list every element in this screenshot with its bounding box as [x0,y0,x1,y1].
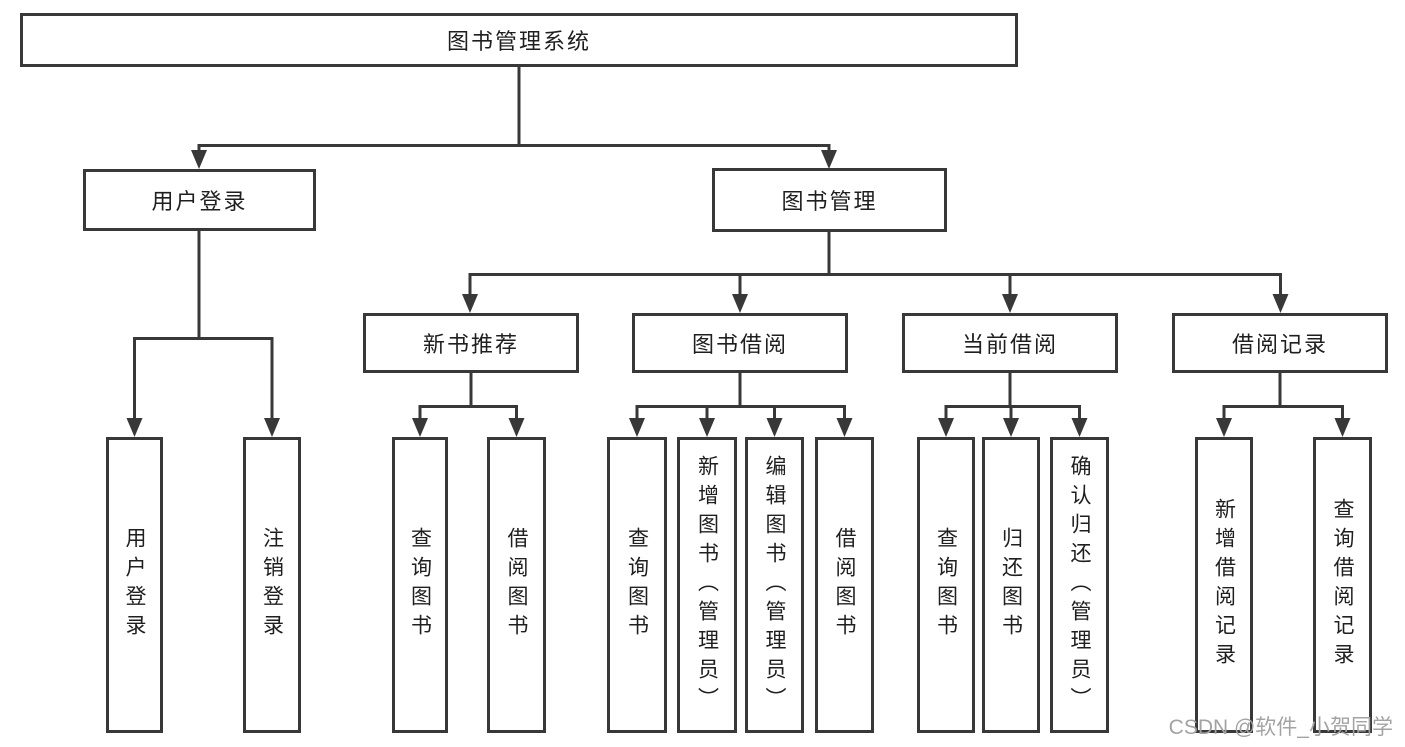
arrow-to-records [1272,294,1289,313]
leaf-confirm-return-admin-label: 确认归还（管理员） [1068,454,1091,716]
csdn-watermark: CSDN @软件_小贺同学 [1168,716,1393,739]
arrow-to-new-books [462,294,478,313]
leaf-add-book-admin: 新增图书（管理员） [677,437,737,733]
arrow-to-book-mgmt [821,150,837,169]
connector-user-login [126,231,280,437]
connector-book-mgmt [462,232,1289,313]
node-root: 图书管理系统 [20,13,1018,67]
leaf-edit-book-admin: 编辑图书（管理员） [745,437,804,733]
node-current-borrowing: 当前借阅 [902,313,1118,373]
leaf-query-borrow-record-label: 查询借阅记录 [1331,498,1354,672]
arrow-to-user-login [191,150,207,169]
leaf-borrow-book-1-label: 借阅图书 [505,527,528,643]
arrow-to-borrowing [732,294,748,313]
leaf-query-book-3: 查询图书 [917,437,975,733]
leaf-user-login-label: 用户登录 [123,527,146,643]
connector-root [191,67,837,169]
leaf-borrow-book-2: 借阅图书 [815,437,874,733]
node-user-login-label: 用户登录 [151,189,248,214]
arrow-to-leaf-user-login [126,418,143,437]
node-user-login: 用户登录 [83,169,316,231]
node-book-mgmt: 图书管理 [712,168,947,232]
leaf-add-borrow-record-label: 新增借阅记录 [1212,498,1236,672]
node-book-mgmt-label: 图书管理 [781,189,878,214]
leaf-borrow-book-2-label: 借阅图书 [833,527,856,643]
leaf-borrow-book-1: 借阅图书 [487,437,546,733]
node-root-label: 图书管理系统 [446,29,591,54]
leaf-user-login: 用户登录 [106,437,163,733]
leaf-query-book-3-label: 查询图书 [934,527,958,643]
leaf-logout: 注销登录 [243,437,301,733]
leaf-query-book-2-label: 查询图书 [625,527,649,643]
node-borrow-records-label: 借阅记录 [1231,332,1328,357]
leaf-return-book: 归还图书 [982,437,1040,733]
leaf-return-book-label: 归还图书 [999,527,1023,643]
arrow-to-current [1002,294,1018,313]
node-borrow-records: 借阅记录 [1172,313,1388,373]
connector-new-books [412,373,525,437]
leaf-query-borrow-record: 查询借阅记录 [1313,437,1372,733]
node-new-books: 新书推荐 [363,313,579,373]
connector-records [1216,373,1351,437]
arrow-to-leaf-logout [264,418,280,437]
node-book-borrowing: 图书借阅 [632,313,848,373]
leaf-logout-label: 注销登录 [260,527,284,643]
connector-borrowing [629,373,853,437]
leaf-confirm-return-admin: 确认归还（管理员） [1050,437,1109,733]
leaf-edit-book-admin-label: 编辑图书（管理员） [763,454,786,716]
leaf-query-book-1-label: 查询图书 [408,527,432,643]
node-current-borrowing-label: 当前借阅 [961,332,1058,357]
leaf-add-borrow-record: 新增借阅记录 [1195,437,1253,733]
leaf-query-book-1: 查询图书 [392,437,448,733]
leaf-add-book-admin-label: 新增图书（管理员） [695,454,719,716]
node-new-books-label: 新书推荐 [422,332,519,357]
connector-current [938,373,1088,437]
node-book-borrowing-label: 图书借阅 [691,332,788,357]
leaf-query-book-2: 查询图书 [607,437,667,733]
